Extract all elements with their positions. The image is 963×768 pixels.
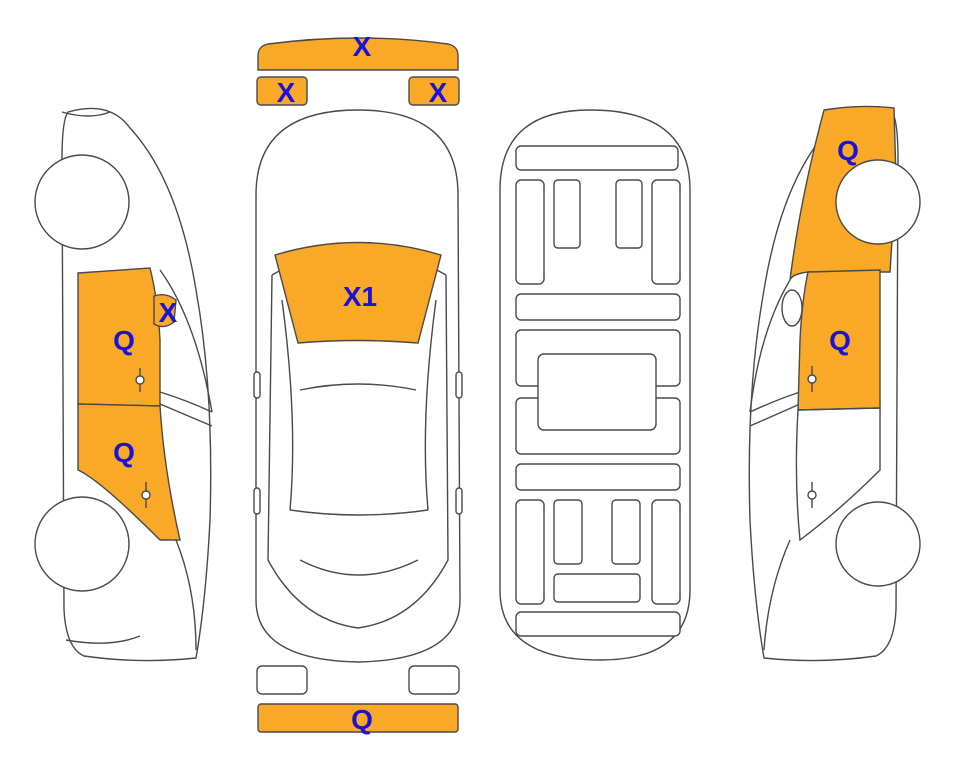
front-bumper-damage — [257, 37, 459, 71]
top-view-body — [255, 109, 461, 663]
left-rear-door-part[interactable]: Q — [77, 403, 181, 541]
right-front-wheel — [835, 501, 921, 587]
left-front-door-code: Q — [113, 325, 135, 356]
underbody-view — [499, 109, 691, 661]
left-mirror-code: X — [159, 297, 178, 328]
right-rear-wheel — [835, 159, 921, 245]
hood-part[interactable]: X1 — [274, 241, 442, 344]
headlight-right-code: X — [429, 77, 448, 108]
rear-bumper-part[interactable]: Q — [257, 703, 459, 735]
rear-bumper-damage — [257, 703, 459, 733]
right-rear-door-code: Q — [829, 325, 851, 356]
taillight-right[interactable] — [408, 665, 460, 695]
headlight-right-damage — [408, 76, 460, 106]
front-bumper-code: X — [353, 31, 372, 62]
headlight-left-part[interactable]: X — [256, 76, 308, 108]
rear-bumper-code: Q — [351, 704, 373, 735]
left-front-door-part[interactable]: Q — [77, 267, 161, 407]
hood-damage — [274, 241, 442, 344]
headlight-left-code: X — [277, 77, 296, 108]
left-rear-door-code: Q — [113, 437, 135, 468]
headlight-left-damage — [256, 76, 308, 106]
taillight-left[interactable] — [256, 665, 308, 695]
left-mirror-part[interactable]: X — [153, 293, 178, 328]
left-rear-door-damage — [77, 403, 181, 541]
right-rear-quarter-code: Q — [837, 135, 859, 166]
hood-code: X1 — [343, 281, 377, 312]
headlight-right-part[interactable]: X — [408, 76, 460, 108]
top-view — [253, 109, 463, 663]
left-mirror-damage — [153, 293, 177, 328]
right-front-door[interactable] — [795, 407, 881, 542]
right-rear-door-part[interactable]: Q — [797, 269, 881, 411]
front-bumper-part[interactable]: X — [257, 31, 459, 71]
